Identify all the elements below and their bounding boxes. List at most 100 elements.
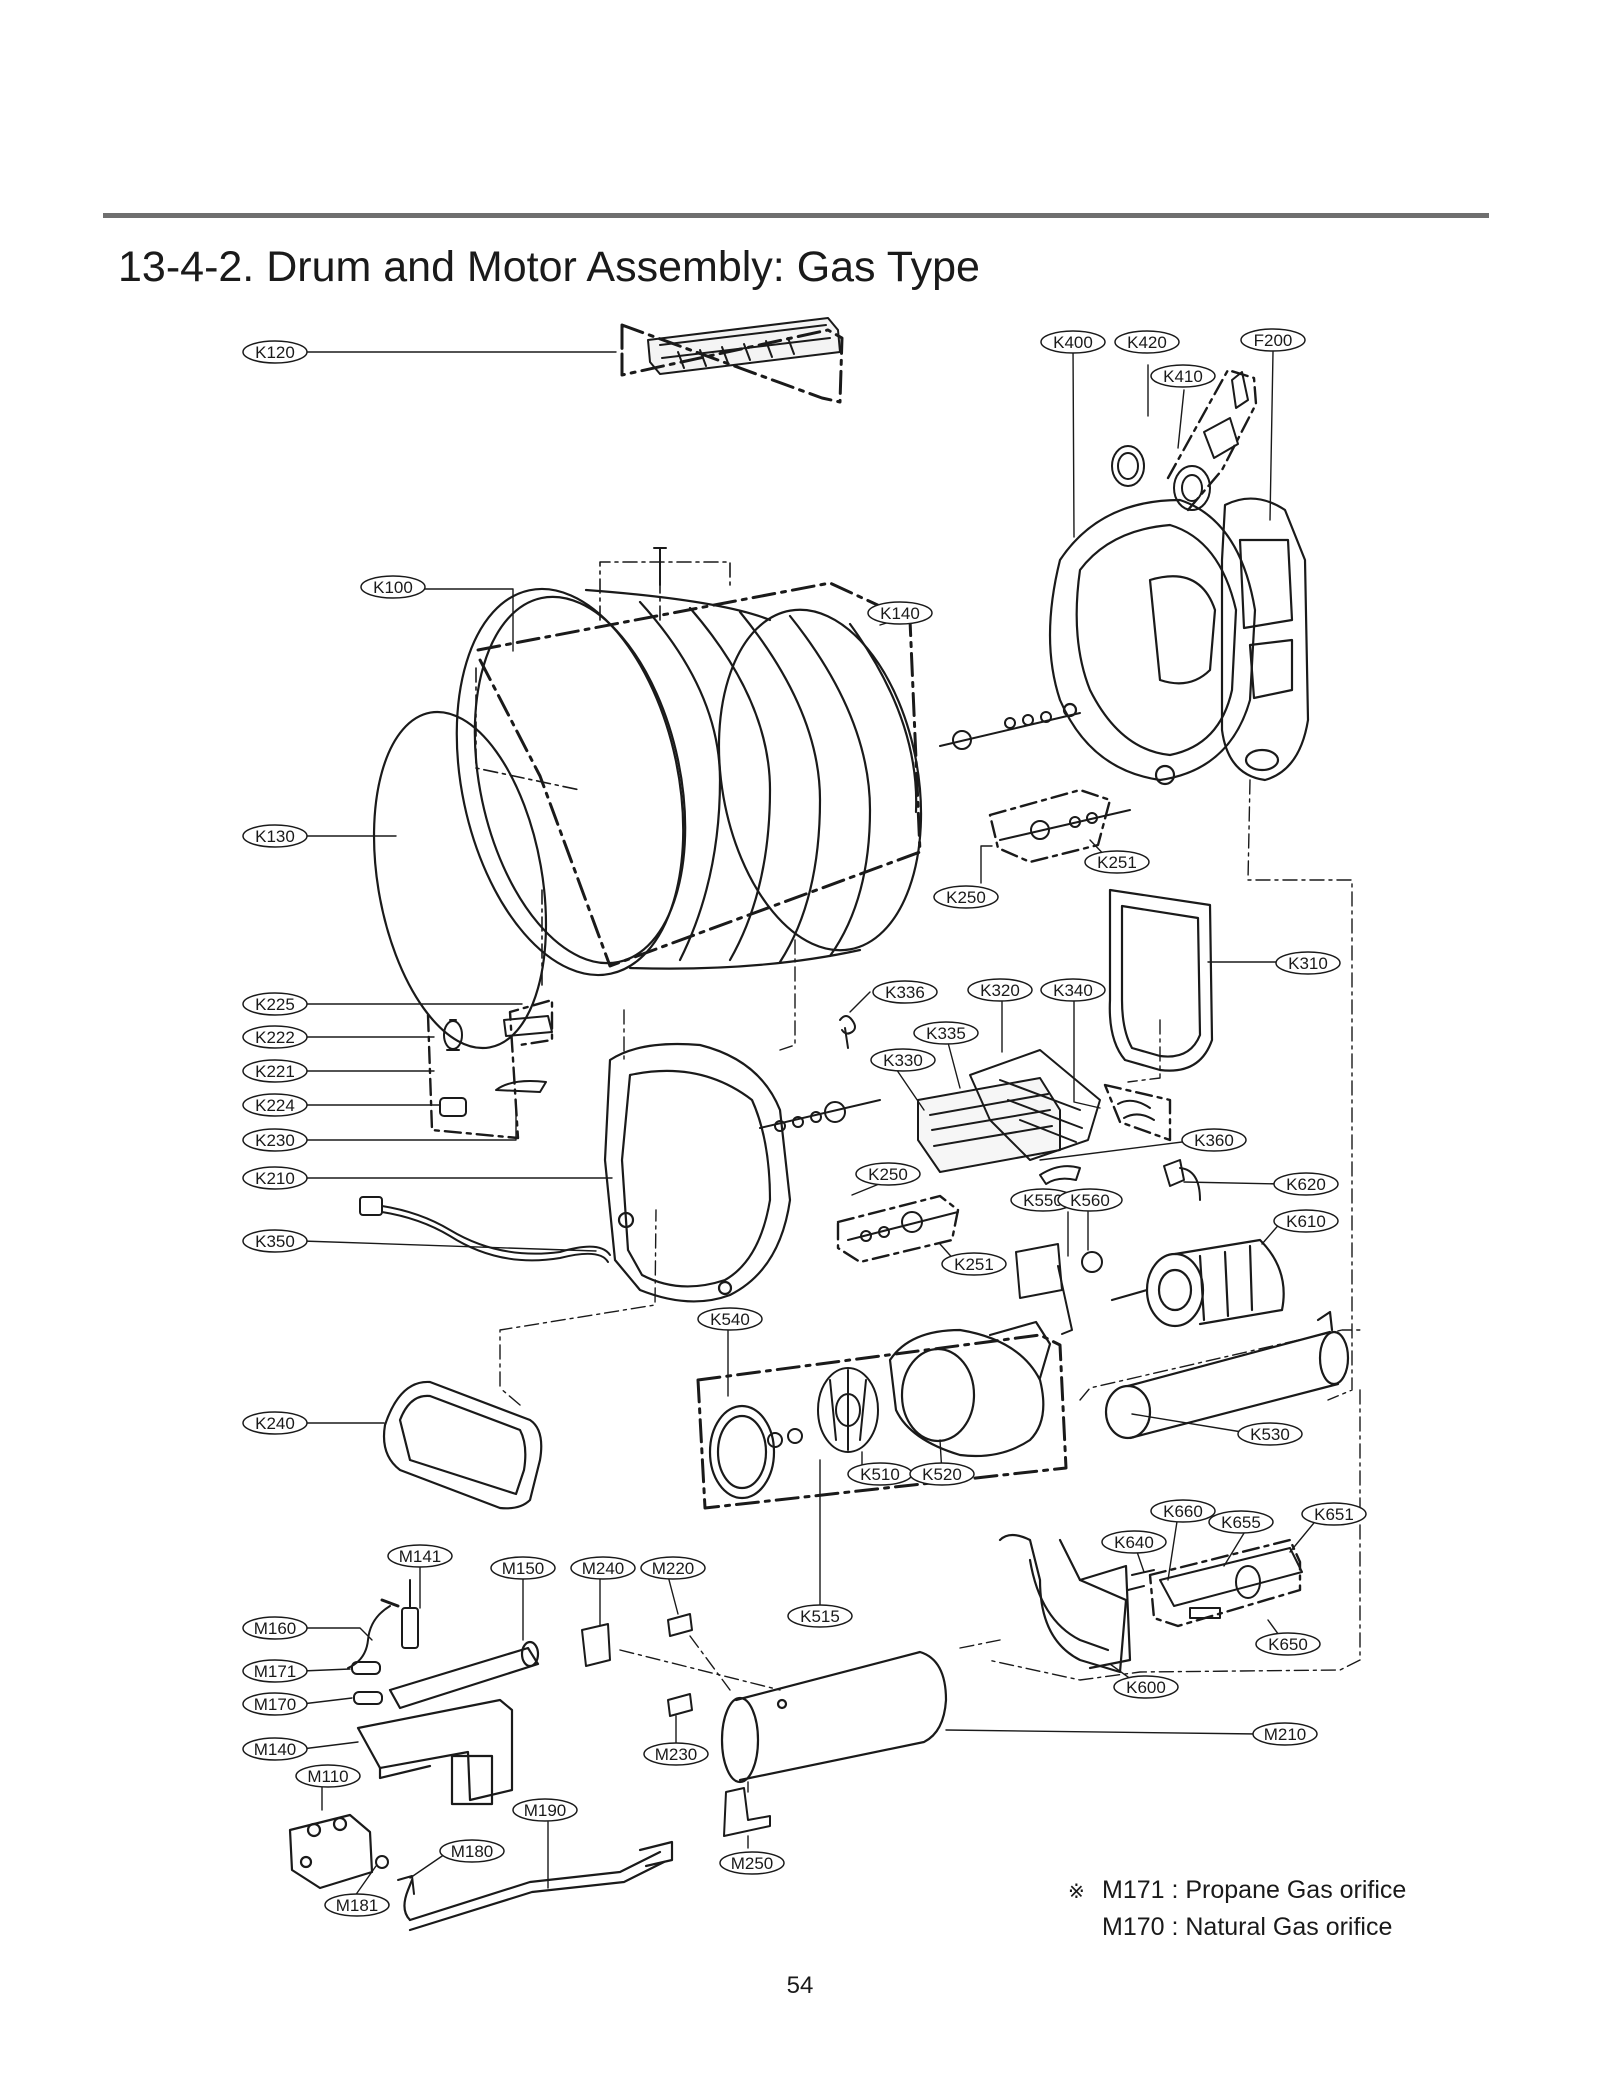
part-label-k230: K230 <box>242 1128 308 1152</box>
part-k540-seal <box>708 1404 776 1500</box>
part-label-k515: K515 <box>787 1604 853 1628</box>
part-f200-duct <box>1220 497 1310 782</box>
part-k510-impeller <box>817 1367 879 1453</box>
part-label-m110: M110 <box>295 1764 361 1788</box>
part-label-text: K550 <box>1023 1191 1063 1210</box>
group-outline-blower <box>696 1333 1068 1510</box>
part-label-text: K420 <box>1127 333 1167 352</box>
part-k251-roller-upper <box>939 711 1131 841</box>
label-oval <box>867 601 933 625</box>
label-oval <box>490 1556 556 1580</box>
part-label-k340: K340 <box>1040 978 1106 1002</box>
part-label-m181: M181 <box>324 1893 390 1917</box>
part-label-k330: K330 <box>870 1048 936 1072</box>
header-rule <box>103 213 1489 218</box>
part-m140-burner-bracket <box>356 1698 514 1806</box>
part-label-text: K310 <box>1288 954 1328 973</box>
label-oval <box>242 1059 308 1083</box>
part-label-k650: K650 <box>1255 1632 1321 1656</box>
label-oval <box>570 1556 636 1580</box>
label-oval <box>295 1764 361 1788</box>
part-k410-bracket <box>1173 371 1249 511</box>
page-number: 54 <box>786 1972 814 1999</box>
part-label-text: M180 <box>451 1842 494 1861</box>
part-m150-burner-tube <box>388 1640 540 1710</box>
label-oval <box>909 1462 975 1486</box>
group-outline-k120 <box>620 323 844 404</box>
part-label-text: M250 <box>731 1854 774 1873</box>
label-oval <box>242 824 308 848</box>
group-outline-k650 <box>1148 1538 1302 1628</box>
part-label-k250: K250 <box>855 1162 921 1186</box>
part-label-k240: K240 <box>242 1411 308 1435</box>
part-label-text: M150 <box>502 1559 545 1578</box>
group-outline-k360 <box>1103 1083 1172 1142</box>
part-label-k620: K620 <box>1273 1172 1339 1196</box>
part-label-text: K240 <box>255 1414 295 1433</box>
group-outline-k410 <box>1166 368 1258 512</box>
part-label-text: K221 <box>255 1062 295 1081</box>
part-label-text: M220 <box>652 1559 695 1578</box>
part-label-text: K360 <box>1194 1131 1234 1150</box>
label-oval <box>1275 951 1341 975</box>
label-oval <box>1057 1188 1123 1212</box>
label-oval <box>242 1411 308 1435</box>
group-outline-k250-lower <box>836 1194 960 1264</box>
part-label-k600: K600 <box>1113 1675 1179 1699</box>
part-label-text: K640 <box>1114 1533 1154 1552</box>
part-m250-bracket <box>723 1787 771 1837</box>
label-oval <box>1150 1499 1216 1523</box>
part-label-k320: K320 <box>967 978 1033 1002</box>
part-label-m150: M150 <box>490 1556 556 1580</box>
part-label-k610: K610 <box>1273 1209 1339 1233</box>
note-line-propane: ※M171 : Propane Gas orifice <box>1068 1873 1406 1910</box>
part-k360-gasket <box>1039 1165 1081 1185</box>
part-k520-blower-housing <box>888 1320 1052 1458</box>
part-k140-drum <box>455 587 923 977</box>
part-label-k510: K510 <box>847 1462 913 1486</box>
part-label-k225: K225 <box>242 992 308 1016</box>
part-label-text: K410 <box>1163 367 1203 386</box>
part-m190-gas-pipe <box>403 1840 674 1932</box>
label-oval <box>1208 1510 1274 1534</box>
label-oval <box>913 1021 979 1045</box>
part-label-text: M210 <box>1264 1725 1307 1744</box>
label-oval <box>242 1737 308 1761</box>
part-label-k251: K251 <box>941 1252 1007 1276</box>
part-m210-combustion-chamber <box>720 1650 948 1784</box>
label-oval <box>242 1692 308 1716</box>
part-k251-roller-lower <box>759 1099 959 1242</box>
part-label-k100: K100 <box>360 575 426 599</box>
part-label-text: K230 <box>255 1131 295 1150</box>
part-label-text: M181 <box>336 1896 379 1915</box>
part-label-text: K225 <box>255 995 295 1014</box>
gas-orifice-note: ※M171 : Propane Gas orifice M170 : Natur… <box>1068 1873 1406 1945</box>
part-label-text: K222 <box>255 1028 295 1047</box>
note-symbol: ※ <box>1068 1881 1085 1903</box>
part-label-text: K100 <box>373 578 413 597</box>
part-label-text: K320 <box>980 981 1020 1000</box>
part-label-text: K650 <box>1268 1635 1308 1654</box>
label-oval <box>640 1556 706 1580</box>
group-outline-k100 <box>476 581 922 968</box>
label-oval <box>360 575 426 599</box>
label-oval <box>1113 1675 1179 1699</box>
part-label-k660: K660 <box>1150 1499 1216 1523</box>
part-label-k360: K360 <box>1181 1128 1247 1152</box>
part-m170-m171-orifices <box>351 1661 383 1705</box>
part-label-text: K400 <box>1053 333 1093 352</box>
part-label-k221: K221 <box>242 1059 308 1083</box>
part-label-text: M160 <box>254 1619 297 1638</box>
group-outline-k250-upper <box>988 788 1112 864</box>
part-k336-spring <box>839 1015 856 1049</box>
part-label-text: M240 <box>582 1559 625 1578</box>
part-label-k520: K520 <box>909 1462 975 1486</box>
part-label-k140: K140 <box>867 601 933 625</box>
label-oval <box>1237 1422 1303 1446</box>
part-label-text: K600 <box>1126 1678 1166 1697</box>
part-label-text: K515 <box>800 1607 840 1626</box>
part-k400-rear-bulkhead <box>1048 498 1257 786</box>
part-label-text: F200 <box>1254 331 1293 350</box>
part-label-text: K610 <box>1286 1212 1326 1231</box>
part-label-text: M140 <box>254 1740 297 1759</box>
